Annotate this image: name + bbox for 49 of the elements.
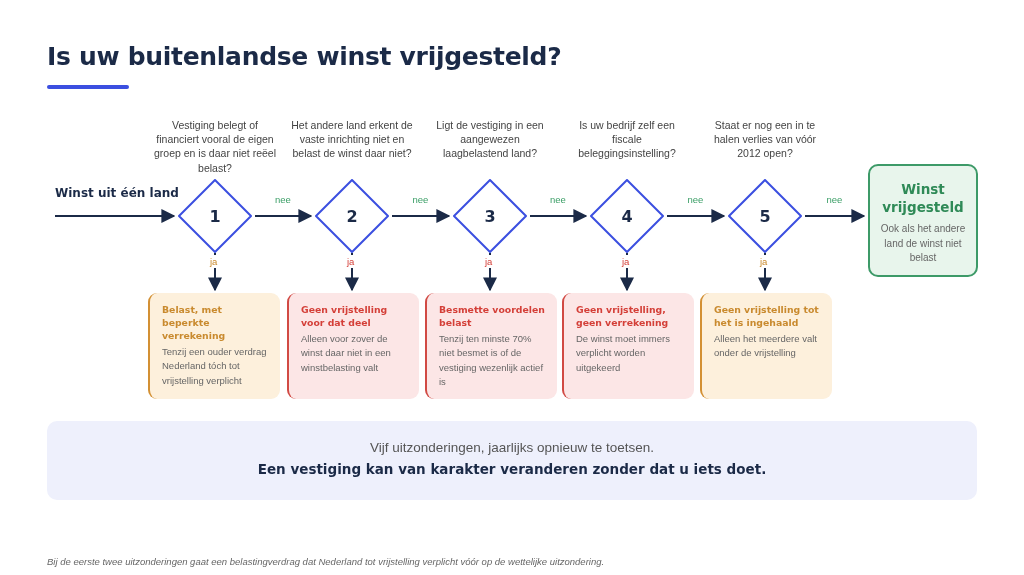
title: Is uw buitenlandse winst vrijgesteld?: [47, 42, 562, 71]
edge-label: ja: [620, 255, 632, 268]
edge-label: ja: [758, 255, 770, 268]
arrow: [666, 209, 726, 223]
arrow: [804, 209, 866, 223]
step-number: 5: [759, 206, 771, 226]
outcome-card: [700, 293, 832, 399]
outcome-text: De winst moet immers verplicht worden uitgekeerd: [576, 332, 671, 375]
result-heading: Winst vrijgesteld: [881, 180, 965, 217]
question-text: Staat er nog een in te halen verlies van vóór 2012 open?: [712, 118, 818, 161]
question-text: Het andere land erkent de vaste inrichting niet en belast de winst daar niet?: [290, 118, 414, 161]
outcome-text: Alleen het meerdere valt onder de vrijstelling: [714, 332, 818, 361]
arrow: [391, 209, 451, 223]
outcome-heading: Belast, met beperkte verrekening: [162, 303, 227, 343]
outcome-text: Tenzij een ouder verdrag Nederland tóch tot vrijstelling verplicht: [162, 345, 268, 388]
arrow: [254, 209, 313, 223]
outcome-card: [287, 293, 419, 399]
outcome-heading: Geen vrijstelling, geen verrekening: [576, 303, 670, 330]
arrow: [529, 209, 588, 223]
edge-label: Winst uit één land: [55, 186, 179, 200]
decision-diamond: [590, 179, 664, 253]
decision-diamond: [728, 179, 802, 253]
question-text: Ligt de vestiging in een aangewezen laagbelastend land?: [435, 118, 545, 161]
decision-diamond: [178, 179, 252, 253]
outcome-card: [425, 293, 557, 399]
outcome-card: [562, 293, 694, 399]
result-box: [868, 164, 978, 277]
question-text: Vestiging belegt of financiert vooral de eigen groep en is daar niet reëel belast?: [153, 118, 277, 175]
summary-text: Vijf uitzonderingen, jaarlijks opnieuw te toetsen.: [368, 440, 656, 455]
decision-diamond: [453, 179, 527, 253]
arrow: [54, 209, 176, 223]
step-number: 2: [346, 206, 358, 226]
footnote: Bij de eerste twee uitzonderingen gaat een belastingverdrag dat Nederland tot vrijstelling verplicht vóór op de wettelijke uitzondering.: [47, 556, 605, 567]
outcome-heading: Besmette voordelen belast: [439, 303, 546, 330]
edge-label: ja: [483, 255, 495, 268]
question-text: Is uw bedrijf zelf een fiscale beleggingsinstelling?: [577, 118, 677, 161]
outcome-heading: Geen vrijstelling voor dat deel: [301, 303, 389, 330]
result-text: Ook als het andere land de winst niet belast: [879, 222, 967, 266]
outcome-text: Alleen voor zover de winst daar niet in een winstbelasting valt: [301, 332, 392, 375]
outcome-text: Tenzij ten minste 70% niet besmet is of de vestiging wezenlijk actief is: [439, 332, 545, 389]
outcome-card: [148, 293, 280, 399]
edge-label: ja: [208, 255, 220, 268]
edge-label: ja: [345, 255, 357, 268]
summary-emphasis: Een vestiging kan van karakter veranderen zonder dat u iets doet.: [256, 461, 768, 477]
step-number: 1: [209, 206, 221, 226]
step-number: 4: [621, 206, 633, 226]
outcome-heading: Geen vrijstelling tot het is ingehaald: [714, 303, 820, 330]
step-number: 3: [484, 206, 496, 226]
decision-diamond: [315, 179, 389, 253]
